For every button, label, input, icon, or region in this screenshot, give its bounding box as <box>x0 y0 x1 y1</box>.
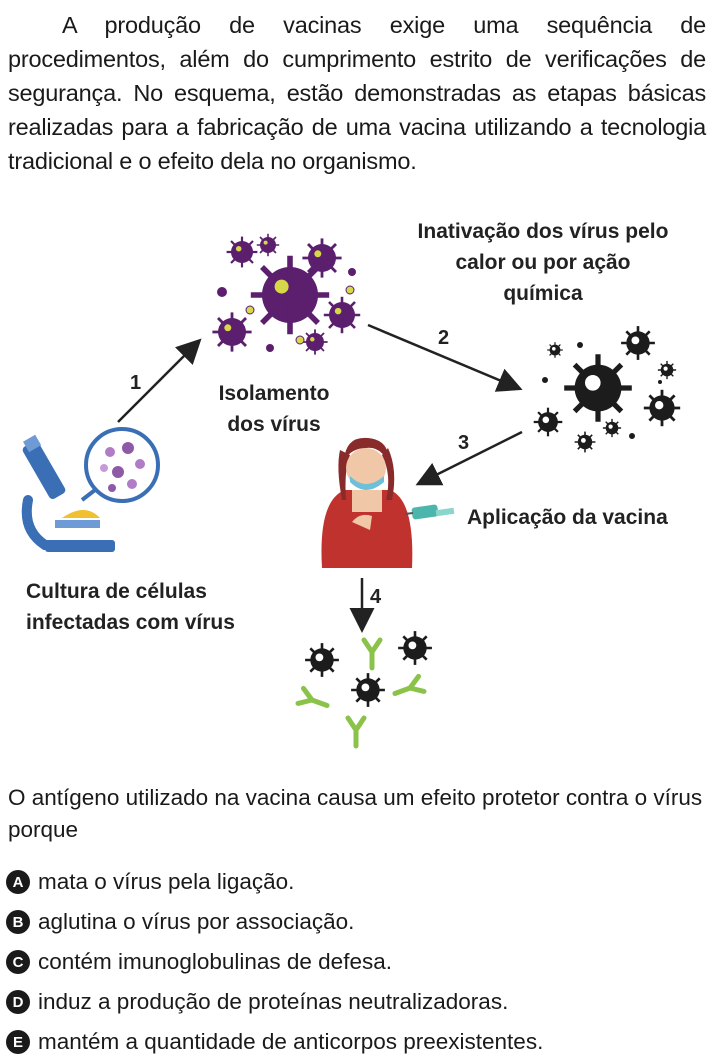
step-4-number: 4 <box>370 586 382 608</box>
option-c-text: contém imunoglobulinas de defesa. <box>38 949 392 974</box>
option-a[interactable]: A mata o vírus pela ligação. <box>6 862 543 902</box>
option-c[interactable]: C contém imunoglobulinas de defesa. <box>6 942 543 982</box>
arrow-step-3 <box>415 430 523 486</box>
option-a-badge: A <box>6 870 30 894</box>
antibody-icon <box>298 629 434 746</box>
option-c-badge: C <box>6 950 30 974</box>
syringe-icon <box>404 504 455 520</box>
arrow-step-2 <box>367 323 523 392</box>
culture-label-line1: Cultura de células <box>26 580 207 603</box>
option-e[interactable]: E mantém a quantidade de anticorpos pree… <box>6 1022 543 1062</box>
answer-options: A mata o vírus pela ligação. B aglutina … <box>6 862 543 1062</box>
isolation-label: Isolamento dos vírus <box>204 378 344 440</box>
inactivated-virus-icon <box>532 324 682 454</box>
step-3-number: 3 <box>458 432 470 454</box>
vaccine-diagram: 1 2 3 4 Isolamento dos vírus Inativação … <box>0 200 714 760</box>
option-a-text: mata o vírus pela ligação. <box>38 869 295 894</box>
option-e-text: mantém a quantidade de anticorpos preexi… <box>38 1029 544 1054</box>
inactivation-label-line2: calor ou por ação <box>455 251 631 274</box>
step-2-number: 2 <box>438 327 450 349</box>
option-e-badge: E <box>6 1030 30 1054</box>
diagram-graphics <box>21 233 682 760</box>
option-b-text: aglutina o vírus por associação. <box>38 909 355 934</box>
isolation-label-line1: Isolamento <box>218 382 330 405</box>
inactivation-label: Inativação dos vírus pelo calor ou por a… <box>388 216 698 309</box>
isolation-label-line2: dos vírus <box>227 413 321 436</box>
culture-label: Cultura de células infectadas com vírus <box>26 576 235 638</box>
question-text: O antígeno utilizado na vacina causa um … <box>8 785 703 842</box>
intro-paragraph: A produção de vacinas exige uma sequênci… <box>8 8 706 178</box>
woman-receiving-vaccine-icon <box>321 437 455 568</box>
option-d[interactable]: D induz a produção de proteínas neutrali… <box>6 982 543 1022</box>
arrow-step-1 <box>117 338 202 423</box>
option-d-text: induz a produção de proteínas neutraliza… <box>38 989 509 1014</box>
option-b[interactable]: B aglutina o vírus por associação. <box>6 902 543 942</box>
option-b-badge: B <box>6 910 30 934</box>
inactivation-label-line1: Inativação dos vírus pelo <box>417 220 669 243</box>
option-d-badge: D <box>6 990 30 1014</box>
microscope-icon <box>21 427 160 552</box>
step-1-number: 1 <box>130 372 142 394</box>
virus-cluster-icon <box>210 233 362 356</box>
culture-label-line2: infectadas com vírus <box>26 611 235 634</box>
inactivation-label-line3: química <box>503 282 583 305</box>
intro-text: A produção de vacinas exige uma sequênci… <box>8 12 706 174</box>
application-label: Aplicação da vacina <box>467 506 668 529</box>
